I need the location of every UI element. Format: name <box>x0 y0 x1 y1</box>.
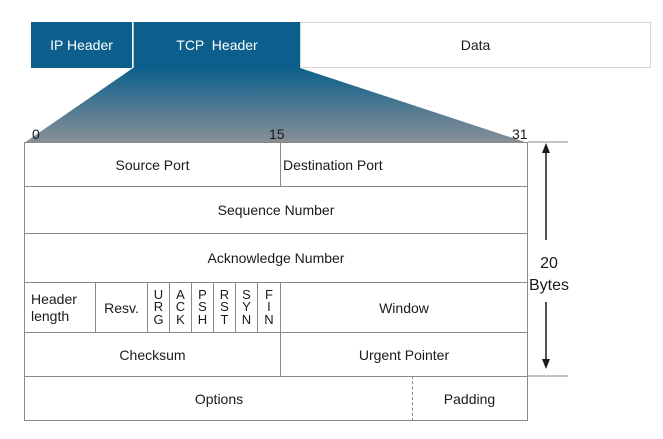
flag-fin-letter-3: N <box>264 311 274 327</box>
ip-header-label: IP Header <box>50 37 113 53</box>
flag-psh-letter-2: S <box>198 299 207 315</box>
flag-psh-letter-3: H <box>197 311 208 327</box>
urgent-pointer-label: Urgent Pointer <box>358 346 450 363</box>
flag-urg-letter-1: U <box>153 286 164 302</box>
flag-ack-letter-1: A <box>176 286 185 302</box>
size-indicator-text: 20 Bytes <box>524 253 574 297</box>
data-label: Data <box>460 37 491 53</box>
checksum-label: Checksum <box>119 346 186 363</box>
options-field: Options <box>24 376 413 421</box>
flag-ack-letter-3: K <box>176 311 185 327</box>
flag-fin-letter-1: F <box>265 286 273 302</box>
flag-fin-letter-2: I <box>267 299 271 315</box>
size-unit: Bytes <box>528 277 569 294</box>
flag-rst-letter-1: R <box>219 286 230 302</box>
data-segment: Data <box>300 22 651 68</box>
destination-port-label: Destination Port <box>283 156 383 173</box>
header-length-line1: Header <box>31 290 77 307</box>
flag-syn-letter-2: Y <box>242 299 251 315</box>
acknowledge-number-label: Acknowledge Number <box>207 250 345 266</box>
flag-ack-letter-2: C <box>175 299 186 315</box>
sequence-number-label: Sequence Number <box>217 202 335 218</box>
bit-label-15: 15 <box>269 126 285 142</box>
padding-field: Padding <box>412 376 528 421</box>
flag-syn-letter-3: N <box>241 311 252 327</box>
ip-header-segment: IP Header <box>31 22 132 68</box>
bit-label-31: 31 <box>512 126 528 142</box>
flag-syn-letter-1: S <box>242 286 251 302</box>
options-padding-divider <box>412 376 413 421</box>
window-label: Window <box>379 299 429 316</box>
options-label: Options <box>194 390 244 407</box>
size-value: 20 <box>540 255 558 272</box>
flag-urg-letter-3: G <box>153 311 164 327</box>
flag-rst-letter-3: T <box>220 311 229 327</box>
bit-label-0: 0 <box>32 126 40 142</box>
flag-urg-letter-2: R <box>153 299 164 315</box>
flag-psh-letter-1: P <box>198 286 207 302</box>
reserved-label: Resv. <box>104 299 139 316</box>
header-length-line2: length <box>31 307 70 324</box>
flag-rst-letter-2: S <box>220 299 229 315</box>
padding-label: Padding <box>443 390 496 407</box>
tcp-header-segment: TCP Header <box>133 22 300 68</box>
source-port-label: Source Port <box>115 156 190 173</box>
tcp-header-label: TCP Header <box>176 37 258 53</box>
